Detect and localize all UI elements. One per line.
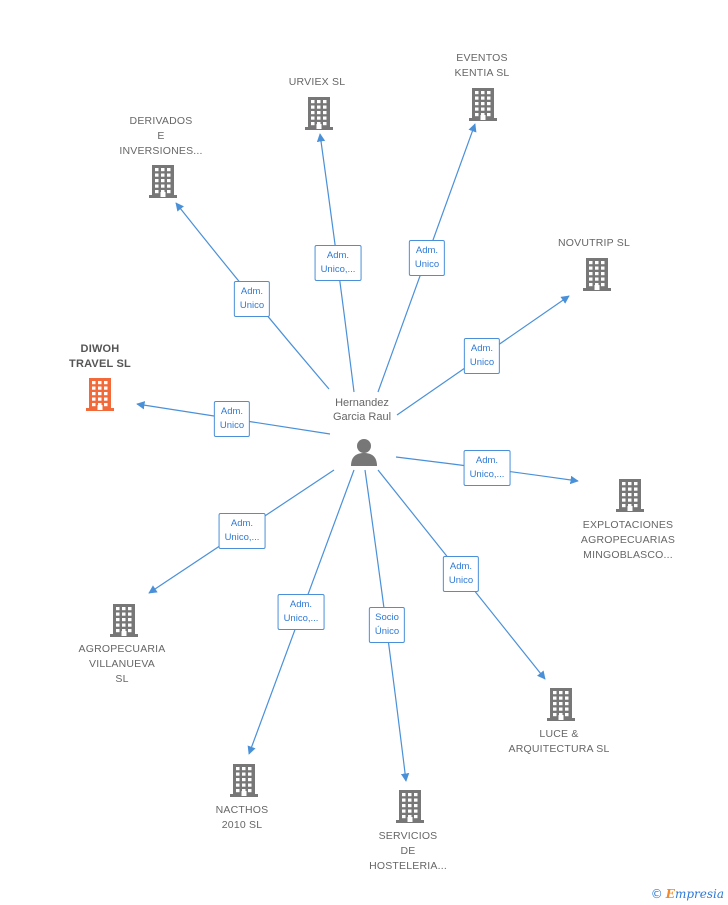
company-name-line: URVIEX SL [288,76,346,88]
building-icon-derivados[interactable] [147,163,179,199]
company-name-nacthos[interactable]: NACTHOS 2010 SL [216,803,269,833]
company-name-luce[interactable]: LUCE & ARQUITECTURA SL [508,727,609,757]
person-name-line-2: Garcia Raul [332,411,392,423]
building-icon-novutrip[interactable] [581,256,613,292]
company-name-line: SL [115,673,129,685]
role-text: Adm. [326,250,350,261]
company-name-line: ARQUITECTURA SL [508,743,610,755]
company-name-line: EXPLOTACIONES [582,519,674,531]
company-name-line: SERVICIOS [378,830,438,842]
brand-initial: E [665,887,675,901]
role-text: Unico,... [224,532,260,543]
company-name-line: MINGOBLASCO... [583,549,673,561]
company-name-line: E [157,130,165,142]
role-text: Único [374,626,400,637]
company-name-line: DERIVADOS [129,115,193,127]
role-text: Unico,... [469,469,505,480]
company-name-line: TRAVEL SL [69,358,131,370]
role-label-novutrip[interactable]: Adm. Unico [463,338,501,374]
building-icon-agropecuaria[interactable] [108,602,140,638]
company-name-line: NOVUTRIP SL [557,237,631,249]
role-text: Unico [469,357,495,368]
company-name-line: 2010 SL [221,819,263,831]
company-name-line: LUCE & [539,728,579,740]
company-name-line: DE [400,845,416,857]
building-icon-eventos[interactable] [467,86,499,122]
role-label-derivados[interactable]: Adm. Unico [233,281,271,317]
company-name-servicios[interactable]: SERVICIOS DE HOSTELERIA... [369,829,447,874]
company-name-line: EVENTOS [456,52,508,64]
role-text: Adm. [470,343,494,354]
role-text: Unico [448,575,474,586]
role-text: Socio [375,612,399,623]
role-text: Unico,... [320,264,356,275]
company-name-line: NACTHOS [215,804,269,816]
company-name-explotaciones[interactable]: EXPLOTACIONES AGROPECUARIAS MINGOBLASCO... [581,518,675,563]
footer-brand: ©Empresia [651,887,724,901]
role-label-eventos[interactable]: Adm. Unico [408,240,446,276]
role-text: Unico [219,420,245,431]
company-name-line: KENTIA SL [454,67,510,79]
copyright-icon: © [650,887,663,901]
company-name-line: VILLANUEVA [89,658,155,670]
person-name[interactable]: Hernandez Garcia Raul [333,396,391,424]
role-text: Adm. [230,518,254,529]
company-name-derivados[interactable]: DERIVADOS E INVERSIONES... [119,114,202,159]
company-name-line: DIWOH [80,343,120,355]
role-label-agropecuaria[interactable]: Adm. Unico,... [218,513,266,549]
company-name-diwoh[interactable]: DIWOH TRAVEL SL [69,342,131,372]
role-text: Adm. [289,599,313,610]
role-text: Adm. [449,561,473,572]
building-icon-diwoh[interactable] [84,376,116,412]
role-text: Unico [414,259,440,270]
role-label-diwoh[interactable]: Adm. Unico [213,401,251,437]
role-label-urviex[interactable]: Adm. Unico,... [314,245,362,281]
role-label-explotaciones[interactable]: Adm. Unico,... [463,450,511,486]
building-icon-servicios[interactable] [394,788,426,824]
building-icon-nacthos[interactable] [228,762,260,798]
building-icon-urviex[interactable] [303,95,335,131]
role-text: Unico [239,300,265,311]
role-text: Adm. [240,286,264,297]
company-name-novutrip[interactable]: NOVUTRIP SL [558,236,630,251]
company-name-urviex[interactable]: URVIEX SL [289,75,345,90]
role-text: Adm. [220,406,244,417]
role-text: Unico,... [283,613,319,624]
role-text: Adm. [475,455,499,466]
role-text: Adm. [415,245,439,256]
building-icon-luce[interactable] [545,686,577,722]
role-label-nacthos[interactable]: Adm. Unico,... [277,594,325,630]
person-name-line-1: Hernandez [335,397,389,409]
company-name-line: AGROPECUARIAS [580,534,676,546]
role-label-luce[interactable]: Adm. Unico [442,556,480,592]
company-name-eventos[interactable]: EVENTOS KENTIA SL [455,51,510,81]
company-name-agropecuaria[interactable]: AGROPECUARIA VILLANUEVA SL [79,642,166,687]
company-name-line: HOSTELERIA... [369,860,447,872]
company-name-line: AGROPECUARIA [78,643,166,655]
person-icon[interactable] [348,436,380,468]
brand-name: mpresia [674,887,724,901]
building-icon-explotaciones[interactable] [614,477,646,513]
company-name-line: INVERSIONES... [119,145,203,157]
